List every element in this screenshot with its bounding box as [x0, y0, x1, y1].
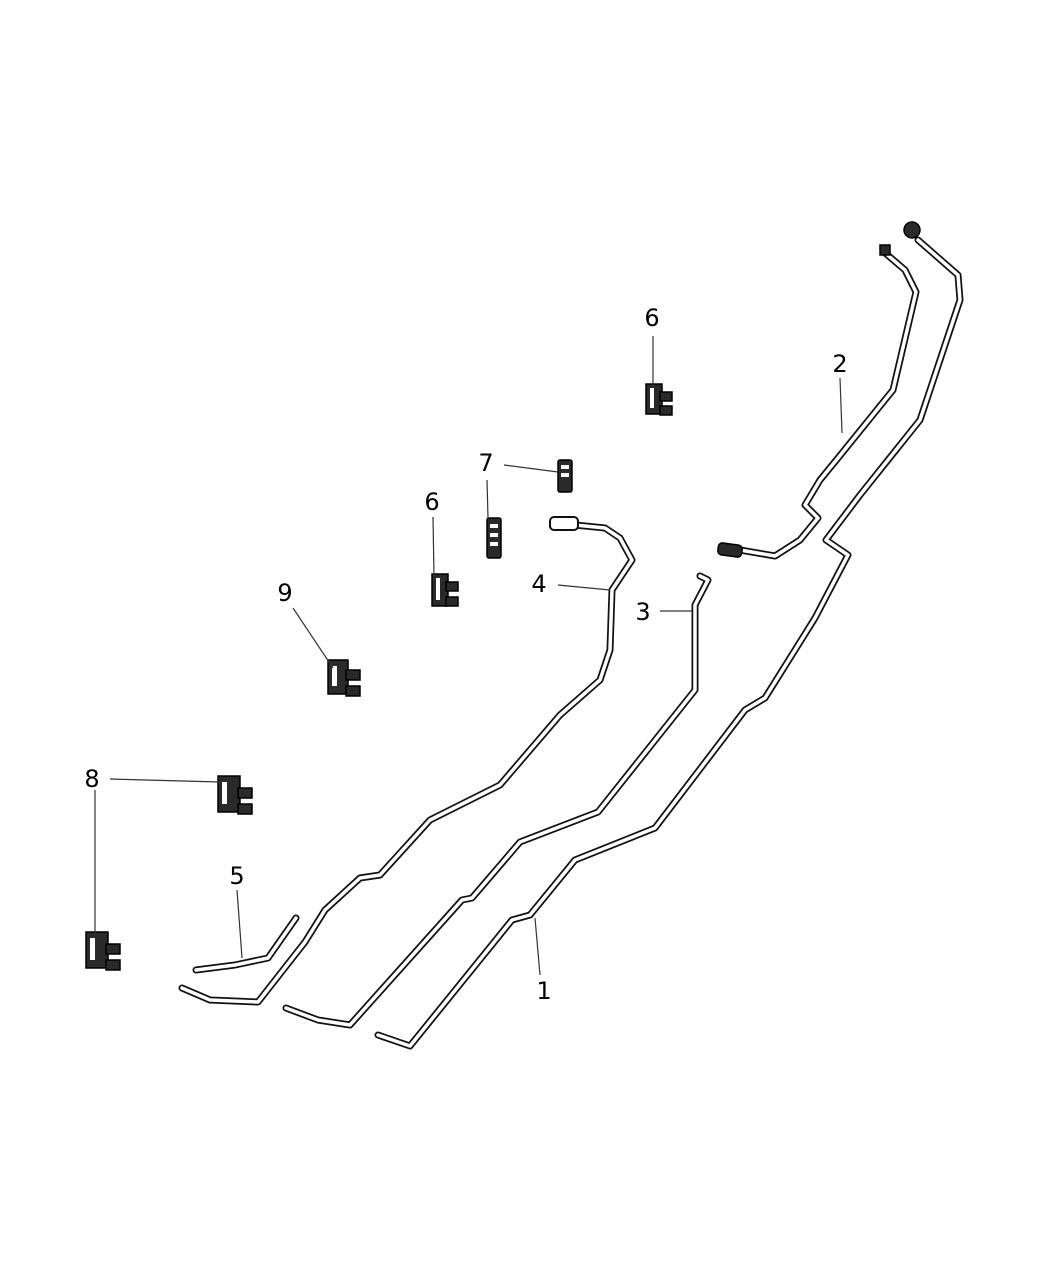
hose-part-5 [192, 914, 300, 974]
callout-9: 9 [277, 579, 292, 607]
clip-part-7 [486, 459, 573, 559]
tube-part-4 [178, 516, 636, 1006]
leader-2 [839, 377, 843, 434]
callout-8: 8 [84, 765, 99, 793]
leader-4 [557, 584, 611, 591]
tube-2-connector [717, 542, 743, 558]
tube-part-2 [717, 244, 920, 560]
callout-6-lower: 6 [424, 488, 439, 516]
clip-part-6-upper [645, 383, 673, 416]
clip-part-9 [327, 659, 361, 697]
tube-4-connector [549, 516, 579, 531]
callout-7: 7 [478, 449, 493, 477]
leader-8a [109, 778, 221, 783]
leader-7a [503, 464, 559, 473]
tube-1-fitting [903, 221, 921, 239]
clip-part-8-lower [85, 931, 121, 971]
callout-2: 2 [832, 350, 847, 378]
callout-1: 1 [536, 977, 551, 1005]
tube-part-1 [374, 221, 964, 1050]
leader-1 [534, 917, 541, 976]
clip-part-6-lower [431, 573, 459, 607]
leader-5 [236, 889, 243, 959]
callout-5: 5 [229, 862, 244, 890]
leader-9 [292, 607, 334, 669]
leader-6b [432, 516, 435, 577]
clip-part-8-upper [217, 775, 253, 815]
callout-4: 4 [531, 570, 546, 598]
tube-part-3 [282, 572, 712, 1029]
callout-3: 3 [635, 598, 650, 626]
tube-2-fitting [879, 244, 891, 256]
leader-7b [486, 479, 489, 519]
callout-6-upper: 6 [644, 304, 659, 332]
